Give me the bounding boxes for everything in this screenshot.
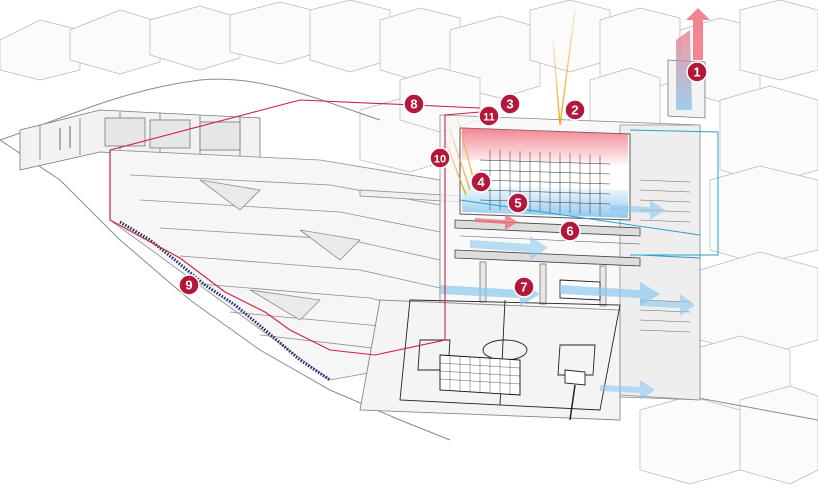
marker-label: 3 bbox=[506, 97, 513, 112]
marker-circle bbox=[499, 93, 521, 115]
air-flows bbox=[440, 8, 710, 400]
stair-treads bbox=[119, 220, 331, 382]
marker-circle bbox=[178, 274, 200, 296]
marker-circle bbox=[470, 171, 492, 193]
marker-label: 9 bbox=[185, 278, 192, 293]
marker-circle bbox=[429, 147, 451, 169]
marker-label: 8 bbox=[410, 97, 417, 112]
marker-10: 10 bbox=[429, 147, 451, 169]
background-city bbox=[0, 0, 818, 485]
marker-circle bbox=[513, 276, 535, 298]
marker-3: 3 bbox=[499, 93, 521, 115]
marker-label: 10 bbox=[434, 154, 446, 166]
marker-circle bbox=[564, 99, 586, 121]
marker-circle bbox=[686, 61, 708, 83]
marker-circle bbox=[507, 192, 529, 214]
solar-rays bbox=[444, 9, 576, 196]
marker-circle bbox=[478, 105, 500, 127]
markers: 1 2 3 4 5 6 7 8 9 10 11 bbox=[178, 61, 708, 298]
marker-label: 7 bbox=[520, 280, 527, 295]
marker-label: 4 bbox=[477, 175, 485, 190]
marker-2: 2 bbox=[564, 99, 586, 121]
marker-label: 11 bbox=[483, 112, 495, 124]
marker-6: 6 bbox=[559, 220, 581, 242]
marker-circle bbox=[403, 93, 425, 115]
marker-11: 11 bbox=[478, 105, 500, 127]
marker-5: 5 bbox=[507, 192, 529, 214]
sports-building bbox=[439, 59, 706, 401]
cyan-routes bbox=[459, 129, 719, 259]
marker-label: 5 bbox=[514, 196, 521, 211]
marker-label: 6 bbox=[566, 224, 573, 239]
marker-circle bbox=[559, 220, 581, 242]
marker-9: 9 bbox=[178, 274, 200, 296]
marker-8: 8 bbox=[403, 93, 425, 115]
marker-label: 1 bbox=[693, 65, 700, 80]
football-pitch bbox=[359, 279, 621, 421]
marker-1: 1 bbox=[686, 61, 708, 83]
marker-label: 2 bbox=[571, 103, 578, 118]
marker-7: 7 bbox=[513, 276, 535, 298]
marker-4: 4 bbox=[470, 171, 492, 193]
